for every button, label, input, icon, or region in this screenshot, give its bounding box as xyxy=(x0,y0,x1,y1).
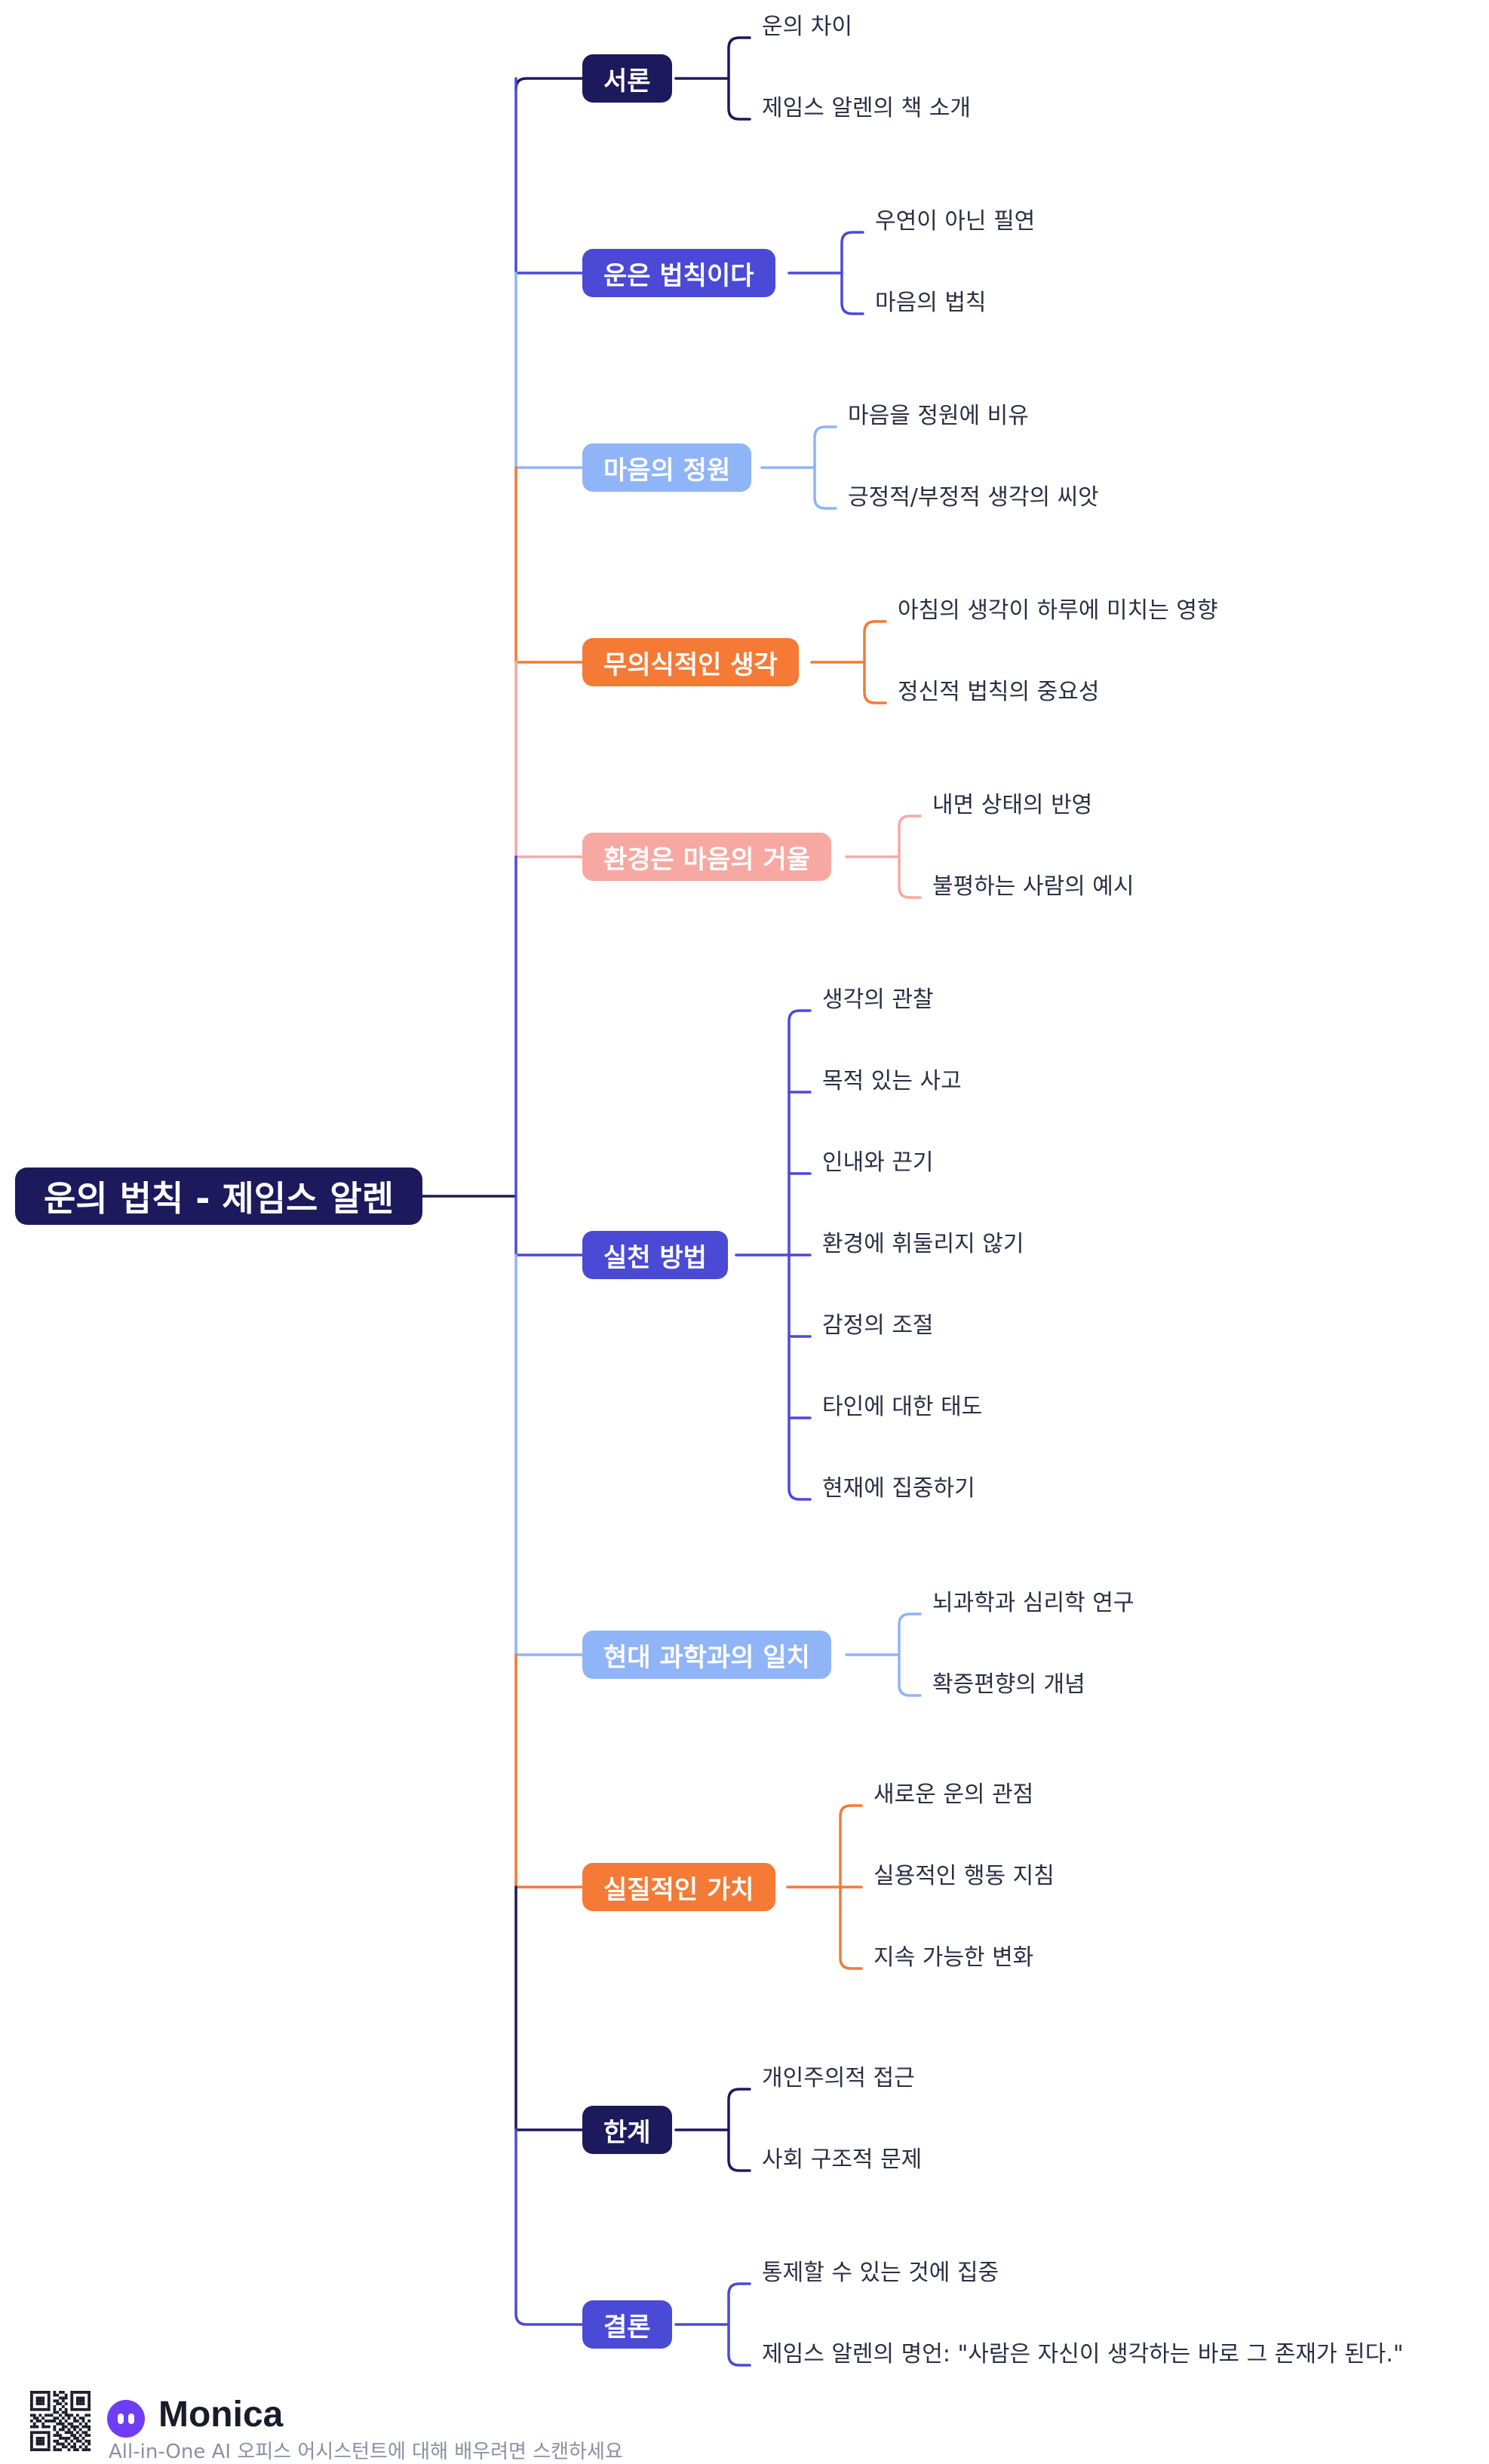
leaf-item[interactable]: 내면 상태의 반영 xyxy=(932,792,1093,818)
branch-node[interactable]: 마음의 정원 xyxy=(582,443,752,492)
leaf-item[interactable]: 생각의 관찰 xyxy=(822,987,934,1013)
leaf-item[interactable]: 새로운 운의 관점 xyxy=(873,1781,1034,1808)
leaf-item[interactable]: 긍정적/부정적 생각의 씨앗 xyxy=(848,484,1099,511)
leaf-item[interactable]: 제임스 알렌의 명언: "사람은 자신이 생각하는 바로 그 존재가 된다." xyxy=(762,2341,1404,2367)
leaf-item[interactable]: 사회 구조적 문제 xyxy=(762,2146,923,2173)
leaf-item[interactable]: 마음의 법칙 xyxy=(875,290,987,316)
leaf-item[interactable]: 개인주의적 접근 xyxy=(762,2065,915,2091)
branch-node[interactable]: 결론 xyxy=(582,2300,672,2349)
leaf-item[interactable]: 불평하는 사람의 예시 xyxy=(932,873,1134,900)
brand-name: Monica xyxy=(158,2395,284,2435)
leaf-item[interactable]: 운의 차이 xyxy=(762,14,852,40)
branch-node[interactable]: 무의식적인 생각 xyxy=(582,638,799,686)
branch-node[interactable]: 한계 xyxy=(582,2106,672,2154)
branch-node[interactable]: 서론 xyxy=(582,54,672,103)
leaf-item[interactable]: 정신적 법칙의 중요성 xyxy=(898,679,1100,705)
leaf-item[interactable]: 확증편향의 개념 xyxy=(932,1671,1085,1698)
leaf-item[interactable]: 마음을 정원에 비유 xyxy=(848,403,1029,429)
monica-logo-icon xyxy=(107,2400,145,2438)
footer-tagline: All-in-One AI 오피스 어시스턴트에 대해 배우려면 스캔하세요 xyxy=(109,2441,623,2463)
branch-node[interactable]: 운은 법칙이다 xyxy=(582,249,775,297)
leaf-item[interactable]: 뇌과학과 심리학 연구 xyxy=(932,1590,1134,1616)
branch-node[interactable]: 현대 과학과의 일치 xyxy=(582,1631,831,1679)
leaf-item[interactable]: 목적 있는 사고 xyxy=(822,1068,962,1094)
leaf-item[interactable]: 인내와 끈기 xyxy=(822,1149,934,1176)
leaf-item[interactable]: 우연이 아닌 필연 xyxy=(875,208,1036,235)
leaf-item[interactable]: 감정의 조절 xyxy=(822,1312,934,1339)
leaf-item[interactable]: 현재에 집중하기 xyxy=(822,1475,975,1502)
leaf-item[interactable]: 제임스 알렌의 책 소개 xyxy=(762,95,972,121)
leaf-item[interactable]: 타인에 대한 태도 xyxy=(822,1394,983,1420)
footer: Monica All-in-One AI 오피스 어시스턴트에 대해 배우려면 … xyxy=(30,2391,709,2463)
leaf-item[interactable]: 실용적인 행동 지침 xyxy=(873,1863,1055,1889)
leaf-item[interactable]: 아침의 생각이 하루에 미치는 영향 xyxy=(898,597,1218,624)
leaf-item[interactable]: 환경에 휘둘리지 않기 xyxy=(822,1231,1024,1257)
root-node[interactable]: 운의 법칙 - 제임스 알렌 xyxy=(15,1168,422,1225)
branch-node[interactable]: 환경은 마음의 거울 xyxy=(582,833,831,881)
qr-code-icon xyxy=(30,2391,91,2451)
leaf-item[interactable]: 지속 가능한 변화 xyxy=(873,1944,1034,1971)
branch-node[interactable]: 실질적인 가치 xyxy=(582,1863,775,1911)
leaf-item[interactable]: 통제할 수 있는 것에 집중 xyxy=(762,2260,999,2286)
branch-node[interactable]: 실천 방법 xyxy=(582,1231,728,1279)
